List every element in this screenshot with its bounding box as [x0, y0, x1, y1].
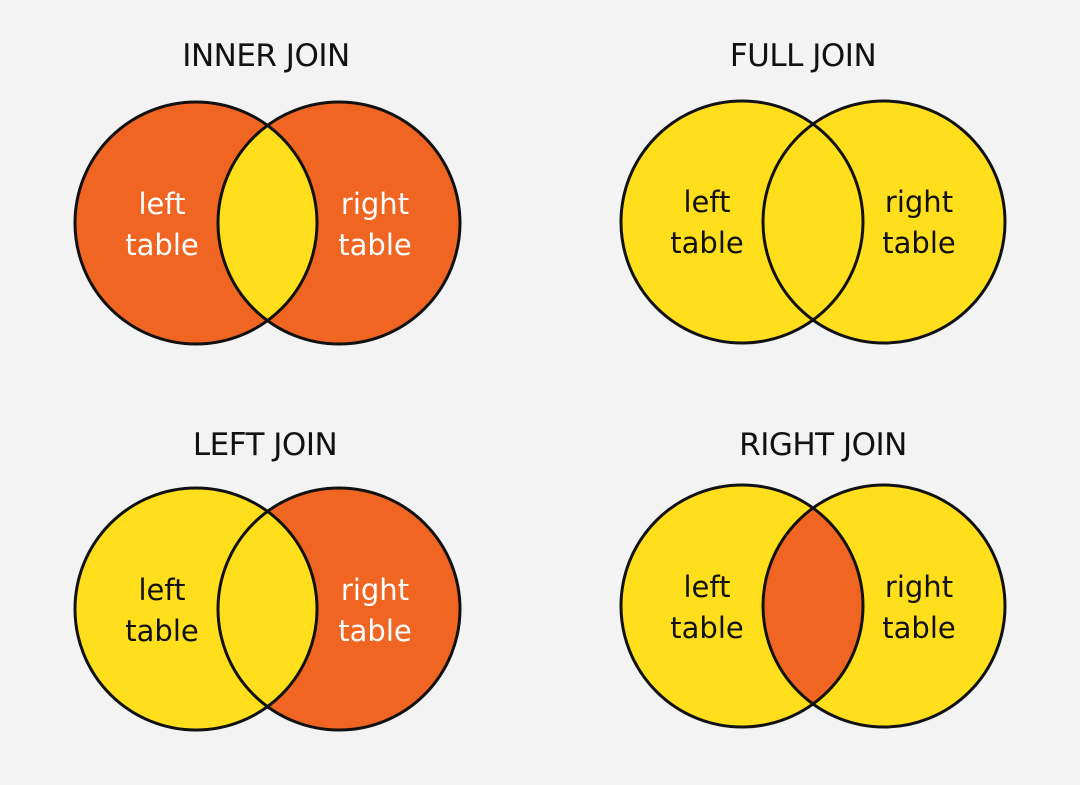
overlap-region: [218, 488, 317, 730]
panel-title: LEFT JOIN: [193, 427, 337, 463]
right-table-outline: [761, 99, 1007, 345]
left-table-outline: [73, 100, 319, 346]
right-table-outline: [216, 486, 462, 732]
left-table-outline: [73, 486, 319, 732]
left-table-outline: [619, 483, 865, 729]
overlap-region: [763, 101, 863, 343]
panel-title: INNER JOIN: [182, 38, 349, 74]
panel-title: FULL JOIN: [730, 38, 876, 74]
right-table-outline: [216, 100, 462, 346]
overlap-region: [218, 102, 317, 344]
overlap-region: [763, 485, 863, 727]
right-table-outline: [761, 483, 1007, 729]
left-table-outline: [619, 99, 865, 345]
panel-title: RIGHT JOIN: [739, 427, 907, 463]
